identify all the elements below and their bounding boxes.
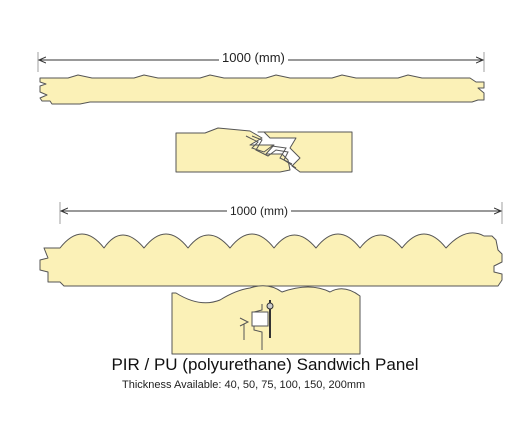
top-dimension-label: 1000 (mm) [219, 50, 288, 65]
diagram-title: PIR / PU (polyurethane) Sandwich Panel [111, 355, 419, 374]
joint-clip [239, 317, 250, 340]
flat-panel-joint-detail [175, 127, 353, 173]
flat-joint-core-left [175, 127, 291, 173]
corrugated-roof-panel [39, 232, 503, 287]
corrugated-joint-detail [171, 285, 361, 355]
joint-bracket [251, 311, 269, 327]
fastener-head [266, 302, 274, 310]
flat-joint-lock-inner [251, 135, 297, 169]
flat-joint-lock-outer [245, 135, 293, 165]
flat-wall-panel [39, 74, 485, 105]
flat-joint-core-right [257, 131, 353, 173]
thickness-caption: Thickness Available: 40, 50, 75, 100, 15… [122, 379, 366, 391]
bottom-dimension-label: 1000 (mm) [227, 204, 292, 218]
